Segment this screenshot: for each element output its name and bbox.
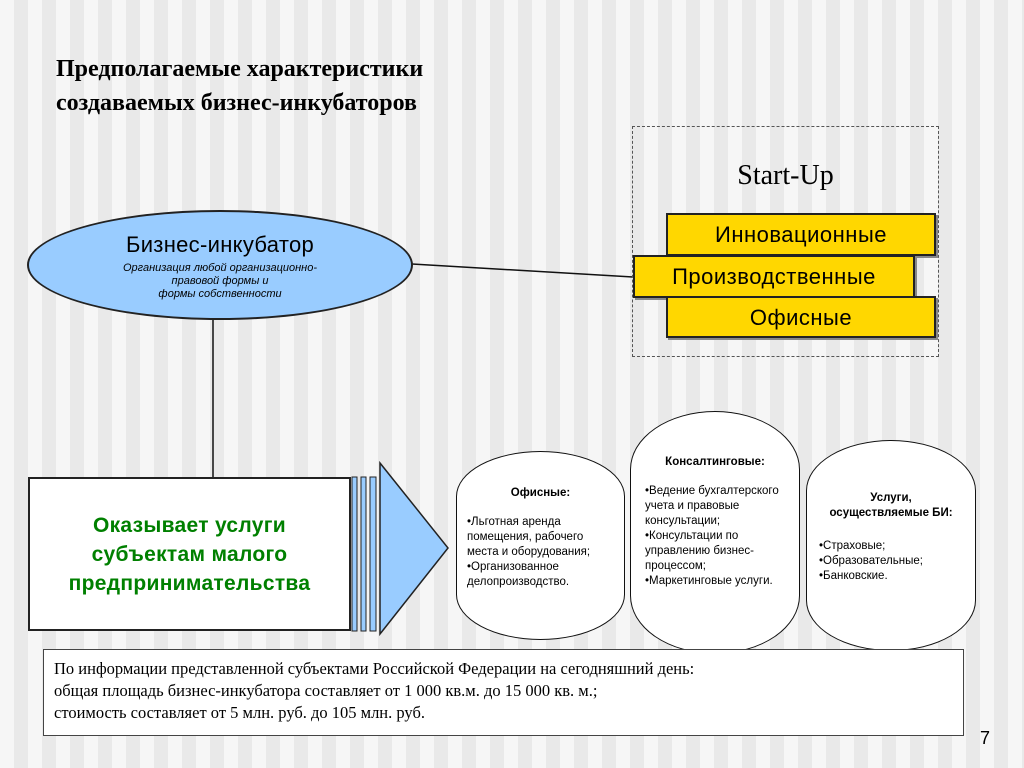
business-incubator-ellipse: Бизнес-инкубатор Организация любой орган…	[27, 210, 413, 320]
service-column-item: •Организованное делопроизводство.	[467, 561, 570, 588]
startup-type-production: Производственные	[633, 255, 915, 298]
service-column-item: •Образовательные;	[819, 555, 923, 567]
startup-dashed-frame	[632, 126, 939, 357]
incubator-title: Бизнес-инкубатор	[125, 232, 315, 257]
page-number: 7	[979, 728, 990, 748]
startup-type-office: Офисные	[666, 296, 936, 338]
incubator-subtitle-line: формы собственности	[158, 288, 282, 300]
arrow-head	[379, 460, 449, 637]
striped-arrow	[351, 460, 449, 637]
info-line: общая площадь бизнес-инкубатора составля…	[54, 681, 598, 700]
services-text-line: Оказывает услуги	[92, 513, 286, 537]
service-column-title: Офисные:	[510, 487, 571, 499]
page-title-line: Предполагаемые характеристики	[56, 56, 424, 82]
services-text-line: предпринимательства	[68, 571, 311, 595]
services-text-line: субъектам малого	[91, 542, 288, 566]
arrow-stripe	[369, 476, 377, 632]
incubator-subtitle: Организация любой организационно- правов…	[29, 262, 411, 301]
services-text: Оказывает услуги субъектам малого предпр…	[69, 511, 311, 598]
service-column-item: •Маркетинговые услуги.	[645, 575, 773, 587]
service-column-item: •Ведение бухгалтерского учета и правовые…	[645, 485, 779, 527]
startup-type-label: Инновационные	[715, 222, 887, 247]
page-title: Предполагаемые характеристики создаваемы…	[56, 52, 616, 120]
page-title-line: создаваемых бизнес-инкубаторов	[56, 90, 417, 116]
service-column-item: •Страховые;	[819, 540, 886, 552]
connector-line-incubator-to-startup	[411, 263, 634, 278]
service-column-item: •Консультации по управлению бизнес-проце…	[645, 530, 754, 572]
service-column-title: Услуги, осуществляемые БИ:	[829, 492, 953, 519]
service-column-item: •Льготная аренда помещения, рабочего мес…	[467, 516, 591, 558]
arrow-stripe	[351, 476, 358, 632]
service-column-office: Офисные: •Льготная аренда помещения, раб…	[456, 451, 625, 640]
info-line: стоимость составляет от 5 млн. руб. до 1…	[54, 703, 425, 722]
arrow-stripe	[360, 476, 367, 632]
service-column-title: Консалтинговые:	[665, 456, 765, 468]
info-line: По информации представленной субъектами …	[54, 659, 695, 678]
service-column-bi: Услуги, осуществляемые БИ: •Страховые; •…	[806, 440, 976, 651]
startup-type-label: Офисные	[749, 305, 853, 330]
services-box: Оказывает услуги субъектам малого предпр…	[28, 477, 351, 631]
startup-type-innovative: Инновационные	[666, 213, 936, 256]
incubator-subtitle-line: Организация любой организационно-	[122, 262, 317, 274]
startup-label: Start-Up	[737, 160, 834, 191]
info-box: По информации представленной субъектами …	[43, 649, 964, 736]
incubator-subtitle-line: правовой формы и	[171, 275, 269, 287]
service-column-item: •Банковские.	[819, 570, 888, 582]
startup-type-label: Производственные	[672, 264, 876, 289]
service-column-consulting: Консалтинговые: •Ведение бухгалтерского …	[630, 411, 800, 654]
